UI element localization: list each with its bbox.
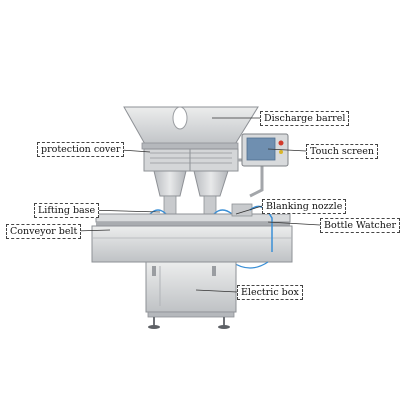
protection-cover-shape [143,148,239,172]
nozzle-funnels-shape [149,170,233,217]
label-conveyor-belt: Conveyor belt [6,224,82,239]
label-touch-screen: Touch screen [306,144,378,159]
conveyor-bed-shape [91,203,293,269]
touch-screen-shape [238,133,289,198]
label-electric-box: Electric box [237,285,303,300]
label-blanking-nozzle: Blanking nozzle [262,199,347,214]
leveling-feet-shape [148,317,230,329]
label-lifting-base: Lifting base [34,203,100,218]
electric-box-shape [145,261,237,318]
label-protection-cover: protection cover [37,142,125,157]
label-bottle-watcher: Bottle Watcher [320,218,400,233]
leader-lines [74,117,321,293]
discharge-barrel-shape [123,106,259,150]
label-discharge-barrel: Discharge barrel [260,111,350,126]
